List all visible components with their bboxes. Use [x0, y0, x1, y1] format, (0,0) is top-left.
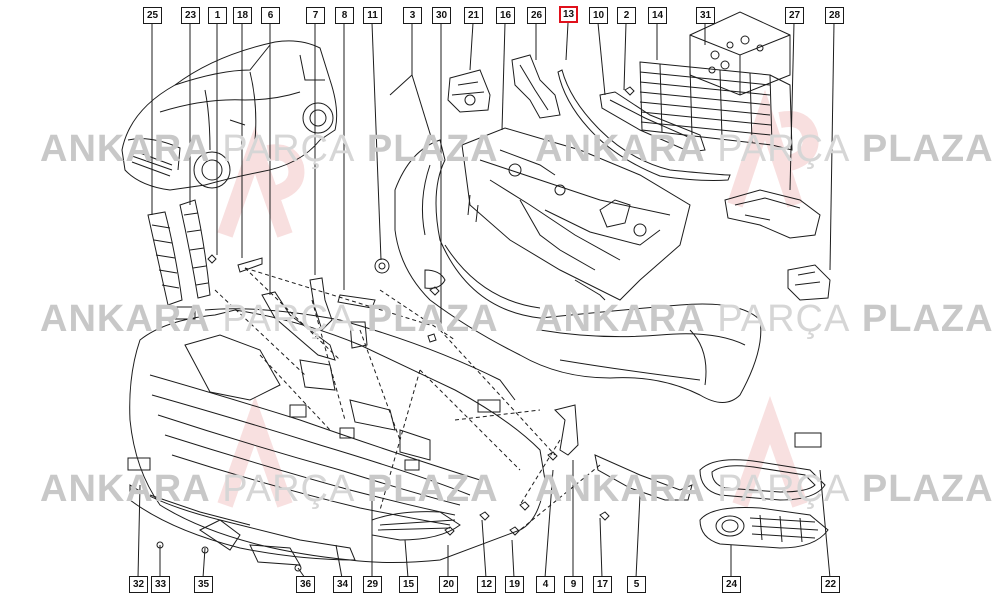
- clip-28: [787, 264, 831, 301]
- callout-bottom[interactable]: 24: [722, 576, 741, 593]
- callout-bottom[interactable]: 19: [505, 576, 524, 593]
- callout-bottom[interactable]: 35: [194, 576, 213, 593]
- fastener-kit-31: [689, 11, 791, 96]
- fog-cover: [374, 258, 390, 274]
- leader-lines: [137, 22, 835, 579]
- callout-top[interactable]: 1: [208, 7, 227, 24]
- callout-top[interactable]: 10: [589, 7, 608, 24]
- watermark-logo: [217, 89, 819, 508]
- bracket-21: [447, 69, 491, 113]
- bumper-cover: [394, 139, 762, 403]
- air-duct-26: [511, 54, 561, 119]
- assembly-lines: [214, 267, 601, 531]
- callout-bottom[interactable]: 4: [536, 576, 555, 593]
- car-inset: [121, 40, 338, 191]
- lower-bumper-assembly: [129, 308, 546, 563]
- callout-top[interactable]: 8: [335, 7, 354, 24]
- callout-top[interactable]: 18: [233, 7, 252, 24]
- fasteners: [429, 286, 530, 536]
- callout-bottom[interactable]: 5: [627, 576, 646, 593]
- mounting-brackets: [237, 257, 437, 361]
- callout-bottom[interactable]: 32: [129, 576, 148, 593]
- callout-top[interactable]: 27: [785, 7, 804, 24]
- callout-top[interactable]: 30: [432, 7, 451, 24]
- side-grille-left: [147, 199, 217, 320]
- lower-grille-15: [371, 511, 461, 541]
- side-bracket-27: [724, 189, 821, 239]
- callout-bottom[interactable]: 29: [363, 576, 382, 593]
- callout-top[interactable]: 11: [363, 7, 382, 24]
- callout-bottom[interactable]: 12: [477, 576, 496, 593]
- lower-spoiler: [127, 457, 356, 572]
- fog-bezel-lower: [699, 507, 829, 549]
- callout-top[interactable]: 16: [496, 7, 515, 24]
- callout-top[interactable]: 7: [306, 7, 325, 24]
- callout-bottom[interactable]: 20: [439, 576, 458, 593]
- callout-top[interactable]: 23: [181, 7, 200, 24]
- callout-bottom[interactable]: 9: [564, 576, 583, 593]
- callout-bottom[interactable]: 17: [593, 576, 612, 593]
- grille-shutter-14: [624, 61, 793, 151]
- fog-bezel-upper: [699, 432, 826, 501]
- callout-bottom[interactable]: 34: [333, 576, 352, 593]
- callout-bottom[interactable]: 22: [821, 576, 840, 593]
- callout-top[interactable]: 21: [464, 7, 483, 24]
- callout-top[interactable]: 31: [696, 7, 715, 24]
- callout-top[interactable]: 14: [648, 7, 667, 24]
- callout-highlighted[interactable]: 13: [559, 6, 578, 23]
- callout-bottom[interactable]: 33: [151, 576, 170, 593]
- callout-top[interactable]: 2: [617, 7, 636, 24]
- callout-top[interactable]: 3: [403, 7, 422, 24]
- callout-bottom[interactable]: 15: [399, 576, 418, 593]
- callout-bottom[interactable]: 36: [296, 576, 315, 593]
- upper-crossmember: [461, 127, 691, 301]
- deflector-10: [599, 91, 706, 153]
- callout-top[interactable]: 6: [261, 7, 280, 24]
- trim-strip-13: [557, 69, 731, 181]
- callout-top[interactable]: 25: [143, 7, 162, 24]
- fog-trim-left: [594, 454, 693, 521]
- callout-top[interactable]: 28: [825, 7, 844, 24]
- bracket-4-9: [547, 404, 579, 461]
- callout-top[interactable]: 26: [527, 7, 546, 24]
